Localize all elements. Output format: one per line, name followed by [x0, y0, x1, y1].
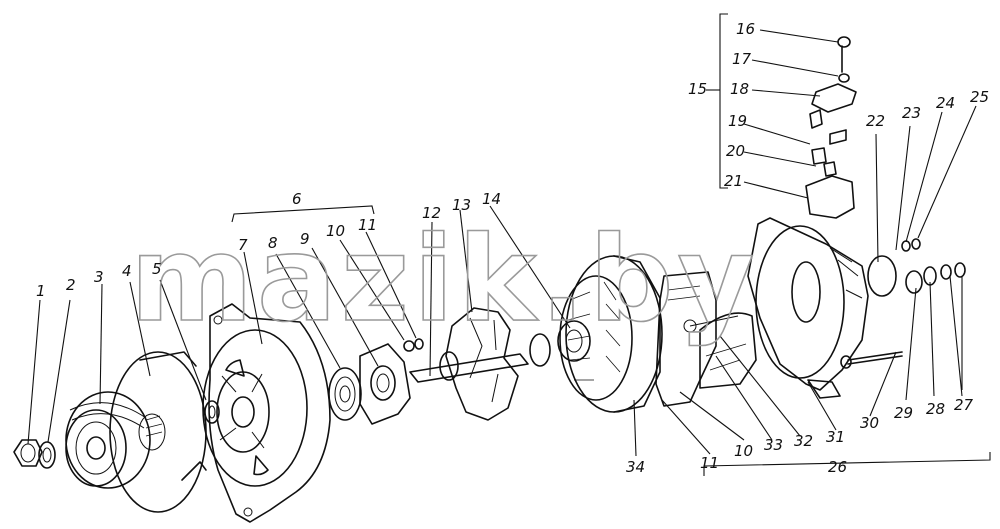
callout-14: 14 — [482, 190, 501, 208]
callout-4: 4 — [122, 262, 132, 280]
part-stator — [559, 255, 663, 413]
callout-10-rear: 10 — [734, 442, 753, 460]
callout-34: 34 — [626, 458, 645, 476]
callout-2: 2 — [66, 276, 76, 294]
callout-3: 3 — [94, 268, 104, 286]
callout-20: 20 — [726, 142, 745, 160]
part-terminal-hardware — [905, 262, 966, 294]
part-through-bolt — [840, 351, 903, 369]
callout-30: 30 — [860, 414, 879, 432]
group-bracket-26 — [703, 452, 991, 476]
callout-11-rear: 11 — [700, 454, 719, 472]
callout-19: 19 — [728, 112, 747, 130]
watermark-text: mazik.by — [130, 210, 758, 348]
callout-33: 33 — [764, 436, 783, 454]
callout-21: 21 — [724, 172, 743, 190]
part-bearing-plate — [359, 343, 411, 425]
callout-28: 28 — [926, 400, 945, 418]
callout-32: 32 — [794, 432, 813, 450]
part-brush-holder-assembly — [805, 36, 857, 219]
callout-6: 6 — [292, 190, 302, 208]
part-fan — [109, 351, 207, 513]
part-front-cover — [202, 303, 331, 523]
callout-23: 23 — [902, 104, 921, 122]
part-rectifier-block — [655, 271, 757, 407]
callout-15: 15 — [688, 80, 707, 98]
group-bracket-15 — [719, 13, 728, 189]
callout-22: 22 — [866, 112, 885, 130]
callout-18: 18 — [730, 80, 749, 98]
part-screw-and-washer — [403, 338, 424, 352]
callout-17: 17 — [732, 50, 752, 68]
callout-29: 29 — [894, 404, 913, 422]
part-rear-cover — [747, 217, 897, 399]
group-bracket-6 — [231, 205, 375, 223]
part-terminal-bolt — [901, 238, 921, 252]
leader-lines — [27, 29, 977, 457]
part-pulley — [65, 391, 151, 489]
callout-8: 8 — [268, 234, 278, 252]
callout-7: 7 — [238, 236, 248, 254]
callout-25: 25 — [970, 88, 989, 106]
callout-11: 11 — [358, 216, 377, 234]
callout-16: 16 — [736, 20, 755, 38]
part-lock-washer — [38, 441, 56, 469]
callout-27: 27 — [954, 396, 974, 414]
callout-24: 24 — [936, 94, 955, 112]
part-rotor — [409, 307, 551, 421]
callout-26: 26 — [828, 458, 847, 476]
callout-1: 1 — [36, 282, 46, 300]
callout-9: 9 — [300, 230, 310, 248]
part-front-bearing — [328, 367, 362, 421]
callout-10: 10 — [326, 222, 345, 240]
callout-12: 12 — [422, 204, 441, 222]
callout-31: 31 — [826, 428, 845, 446]
callout-5: 5 — [152, 260, 162, 278]
callout-13: 13 — [452, 196, 471, 214]
